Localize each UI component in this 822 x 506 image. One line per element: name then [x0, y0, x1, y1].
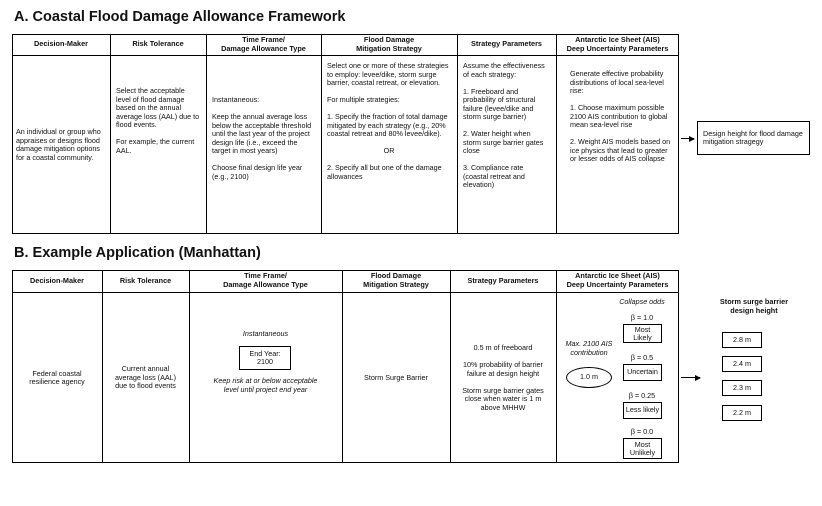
parameters-p3: Storm surge barrier gates close when wat…	[462, 385, 544, 412]
parameters-p3: 2. Water height when storm surge barrier…	[463, 129, 544, 155]
parameters-p2: 10% probability of barrier failure at de…	[463, 360, 543, 378]
risk-tolerance-p2: For example, the current AAL.	[116, 137, 195, 155]
beta-value: β = 0.25	[628, 391, 656, 400]
a-mitigation-text: Select one or more of these strategies t…	[321, 61, 457, 181]
decision-maker-desc: An individual or group who appraises or …	[16, 127, 101, 162]
time-frame-p1: Instantaneous:	[212, 95, 260, 104]
section-b-title: B. Example Application (Manhattan)	[14, 245, 261, 261]
height-box: 2.4 m	[722, 356, 762, 372]
output-arrow-a	[681, 135, 695, 142]
b-time-frame-label: Instantaneous	[189, 329, 342, 339]
collapse-odds-label: Collapse odds	[619, 297, 665, 306]
mitigation-p3: 1. Specify the fraction of total damage …	[327, 112, 448, 138]
b-ais-max-label: Max. 2100 AIS contribution	[556, 339, 622, 357]
header-divider	[12, 55, 679, 56]
b-time-frame-note: Keep risk at or below acceptable level u…	[200, 376, 331, 394]
mitigation-p4: 2. Specify all but one of the damage all…	[327, 163, 442, 181]
design-height-title: Storm surge barrier design height	[719, 297, 789, 315]
framework-table	[12, 34, 679, 234]
max-ais-ellipse: 1.0 m	[566, 367, 612, 388]
header-divider	[12, 292, 679, 293]
parameters-p4: 3. Compliance rate (coastal retreat and …	[463, 163, 525, 189]
col-divider	[206, 34, 207, 234]
parameters-p1: 0.5 m of freeboard	[473, 343, 533, 352]
ais-p2: 1. Choose maximum possible 2100 AIS cont…	[570, 103, 668, 129]
header-mitigation: Flood Damage Mitigation Strategy	[363, 271, 429, 289]
max-ais-label: Max. 2100 AIS contribution	[565, 339, 613, 357]
parameters-p2: 1. Freeboard and probability of structur…	[463, 86, 536, 121]
risk-tolerance-p1: Select the acceptable level of flood dam…	[116, 86, 200, 129]
odds-box-most-unlikely: Most Unlikely	[623, 438, 662, 459]
height-box: 2.8 m	[722, 332, 762, 348]
col-divider	[189, 270, 190, 463]
time-frame-note: Keep risk at or below acceptable level u…	[213, 376, 318, 394]
col-divider	[450, 270, 451, 463]
section-a-title: A. Coastal Flood Damage Allowance Framew…	[14, 9, 346, 25]
time-frame-p3: Choose final design life year (e.g., 210…	[212, 163, 303, 181]
header-time-frame: Time Frame/ Damage Allowance Type	[221, 34, 306, 53]
a-ais-text: Generate effective probability distribut…	[556, 69, 679, 164]
ais-p3: 2. Weight AIS models based on ice physic…	[570, 137, 671, 163]
header-mitigation: Flood Damage Mitigation Strategy	[356, 34, 422, 53]
header-risk-tolerance: Risk Tolerance	[132, 39, 184, 49]
beta-value: β = 1.0	[630, 313, 654, 322]
a-parameters-text: Assume the effectiveness of each strateg…	[457, 61, 556, 190]
a-time-frame-text: Instantaneous: Keep the annual average l…	[206, 95, 321, 181]
header-risk-tolerance: Risk Tolerance	[119, 275, 172, 285]
header-parameters: Strategy Parameters	[467, 275, 539, 285]
col-divider	[556, 270, 557, 463]
design-height-output-box: Design height for flood damage mitigatio…	[697, 121, 810, 155]
odds-box-less-likely: Less likely	[623, 402, 662, 419]
col-divider	[110, 34, 111, 234]
mitigation-or: OR	[383, 146, 395, 155]
time-frame-p2: Keep the annual average loss below the a…	[212, 112, 312, 155]
b-decision-maker-text: Federal coastal resilience agency	[12, 293, 102, 463]
col-divider	[321, 34, 322, 234]
header-parameters: Strategy Parameters	[471, 39, 542, 49]
mitigation-strategy: Storm Surge Barrier	[364, 372, 428, 382]
beta-value: β = 0.5	[630, 353, 654, 362]
b-risk-tolerance-text: Current annual average loss (AAL) due to…	[102, 293, 189, 463]
odds-box-uncertain: Uncertain	[623, 364, 662, 381]
header-ais: Antarctic Ice Sheet (AIS) Deep Uncertain…	[566, 271, 669, 289]
beta-value: β = 0.0	[630, 427, 654, 436]
col-divider	[342, 270, 343, 463]
example-table	[12, 270, 679, 463]
col-divider	[556, 34, 557, 234]
header-ais: Antarctic Ice Sheet (AIS) Deep Uncertain…	[566, 34, 669, 53]
parameters-p1: Assume the effectiveness of each strateg…	[463, 61, 545, 79]
col-divider	[457, 34, 458, 234]
mitigation-p1: Select one or more of these strategies t…	[327, 61, 449, 87]
a-decision-maker-text: An individual or group who appraises or …	[12, 56, 110, 234]
height-box: 2.3 m	[722, 380, 762, 396]
b-mitigation-text: Storm Surge Barrier	[342, 293, 450, 463]
time-frame-label: Instantaneous	[242, 329, 289, 338]
decision-maker-desc: Federal coastal resilience agency	[29, 368, 85, 386]
height-box: 2.2 m	[722, 405, 762, 421]
mitigation-p2: For multiple strategies:	[327, 95, 400, 104]
ais-p1: Generate effective probability distribut…	[570, 69, 664, 95]
col-divider	[102, 270, 103, 463]
header-time-frame: Time Frame/ Damage Allowance Type	[223, 271, 308, 289]
a-risk-tolerance-text: Select the acceptable level of flood dam…	[110, 86, 206, 155]
odds-box-most-likely: Most Likely	[623, 324, 662, 343]
output-arrow-b	[681, 374, 701, 381]
b-parameters-text: 0.5 m of freeboard 10% probability of ba…	[450, 293, 556, 463]
header-decision-maker: Decision-Maker	[34, 39, 88, 49]
end-year-box: End Year: 2100	[239, 346, 291, 370]
header-decision-maker: Decision-Maker	[30, 275, 84, 285]
risk-tolerance-desc: Current annual average loss (AAL) due to…	[114, 364, 177, 391]
